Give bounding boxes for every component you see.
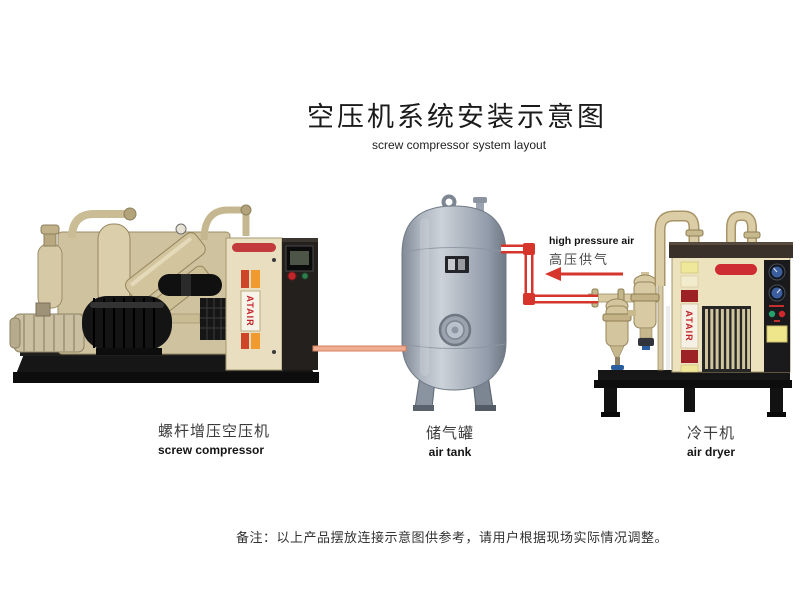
tank-label-zh: 储气罐 (425, 426, 475, 442)
dryer-red-capsule (715, 264, 757, 275)
compressor-label-en: screw compressor (158, 443, 265, 457)
dryer-red-button (778, 310, 786, 318)
flow-annotation-zh: 高压供气 (549, 252, 610, 267)
compressor-machinery (37, 204, 252, 355)
cabinet-red-stripe (232, 243, 276, 252)
compressor-brand-text: ATAIR (245, 295, 255, 326)
compressor-label: 螺杆增压空压机 screw compressor (158, 420, 270, 457)
tank-top-nozzle (473, 197, 487, 212)
tank-body (401, 205, 507, 391)
compressor-motor (82, 296, 172, 355)
flow-annotation: high pressure air 高压供气 (549, 235, 634, 268)
cabinet-decals (241, 270, 260, 349)
compressor-label-zh: 螺杆增压空压机 (158, 424, 271, 440)
cabinet-display (285, 245, 314, 272)
dryer-sticker-strip: ATAIR (680, 261, 699, 373)
dryer-label: 冷干机 air dryer (687, 422, 735, 459)
tank-label: 储气罐 air tank (426, 422, 474, 459)
dryer-pressure-gauge-bottom (768, 284, 786, 302)
dryer-cabinet: ATAIR (669, 242, 793, 373)
dryer-label-en: air dryer (686, 445, 736, 459)
dryer-brand-text: ATAIR (684, 310, 694, 341)
air-dryer-illustration: ATAIR (588, 210, 793, 417)
page-title: 空压机系统安装示意图 (307, 102, 607, 132)
tank-label-en: air tank (428, 445, 472, 459)
dryer-louver-grille (702, 306, 751, 372)
compressor-control-cabinet: ATAIR (225, 237, 318, 371)
flow-annotation-en: high pressure air (549, 235, 635, 247)
page-subtitle: screw compressor system layout (371, 138, 547, 152)
footer-note: 备注：以上产品摆放连接示意图供参考，请用户根据现场实际情况调整。 (236, 530, 669, 545)
cabinet-green-button (301, 272, 309, 280)
dryer-label-zh: 冷干机 (686, 426, 735, 442)
tank-nameplate (445, 256, 469, 273)
dryer-pressure-gauge-top (768, 263, 786, 281)
cabinet-red-button (287, 271, 297, 281)
tank-manhole (438, 313, 472, 347)
dryer-green-button (768, 310, 776, 318)
screw-compressor-illustration: ATAIR (9, 204, 319, 383)
dryer-control-panel (764, 260, 790, 372)
air-tank-illustration (401, 194, 507, 411)
dryer-platform (594, 370, 792, 417)
dryer-yellow-label (766, 325, 788, 343)
